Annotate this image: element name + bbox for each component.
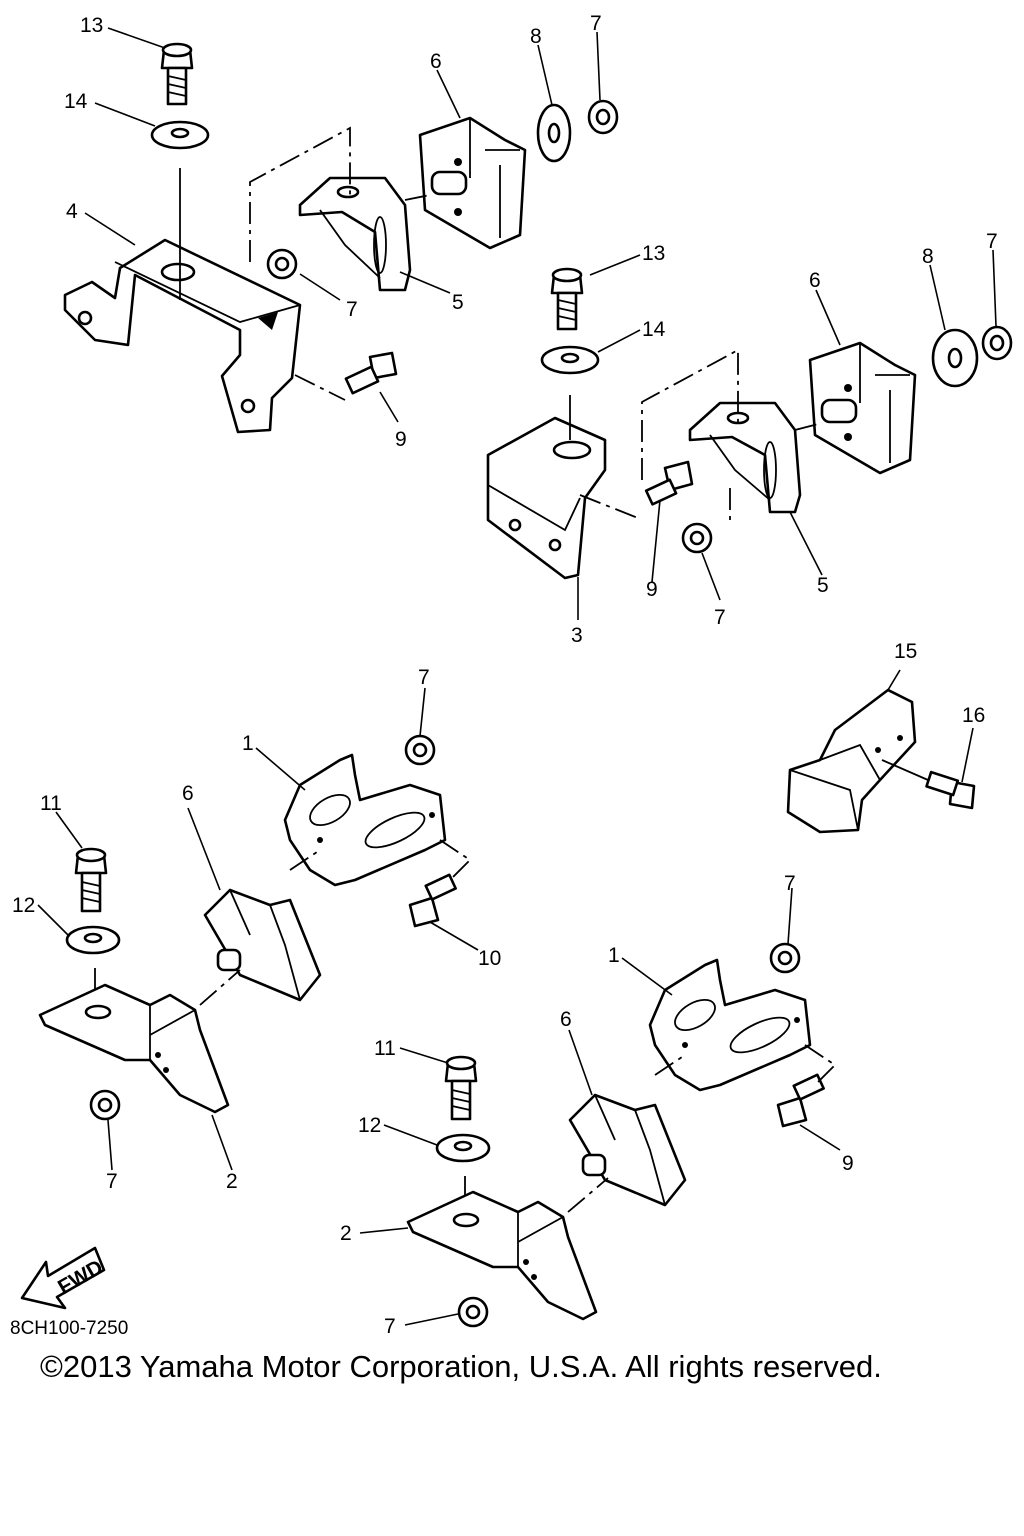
callout-7: 7 [714, 606, 726, 629]
rubber-mount-6-bottom-right [568, 1093, 687, 1207]
callout-labels: 13 14 4 7 5 6 8 7 9 13 14 6 8 7 3 9 7 5 … [12, 12, 998, 1338]
washer-12-mid-left [65, 925, 121, 955]
mount-bracket-1-left [283, 753, 447, 887]
callout-13: 13 [642, 242, 665, 265]
mount-bracket-5-top-left [298, 176, 412, 292]
callout-7: 7 [384, 1315, 396, 1338]
callout-9: 9 [395, 428, 407, 451]
rubber-mount-6-top-left [418, 116, 527, 250]
drawing-code: 8CH100-7250 [10, 1318, 128, 1339]
callout-1: 1 [608, 944, 620, 967]
callout-3: 3 [571, 624, 583, 647]
nut-7-top-right-b [681, 522, 713, 554]
stopper-15 [786, 688, 917, 834]
callout-12: 12 [12, 894, 35, 917]
washer-14-top-right [540, 345, 600, 375]
bolt-13-top-right [550, 267, 584, 331]
callout-11: 11 [374, 1037, 396, 1060]
callout-7: 7 [986, 230, 998, 253]
bolt-13-top-left [160, 42, 194, 106]
bolt-9-top-left [344, 351, 398, 395]
callout-6: 6 [182, 782, 194, 805]
callout-2: 2 [340, 1222, 352, 1245]
nut-7-top-left-b [266, 248, 298, 280]
callout-2: 2 [226, 1170, 238, 1193]
washer-14-top-left [150, 120, 210, 150]
callout-7: 7 [106, 1170, 118, 1193]
nut-7-mid-left-b [89, 1089, 121, 1121]
callout-7: 7 [346, 298, 358, 321]
callout-16: 16 [962, 704, 985, 727]
washer-8-top-right [931, 328, 979, 388]
fwd-arrow-icon: FWD [20, 1246, 107, 1310]
callout-14: 14 [642, 318, 666, 341]
bolt-9-top-right [644, 460, 694, 506]
callout-13: 13 [80, 14, 103, 37]
bolt-9-bottom-right [776, 1073, 825, 1128]
bracket-2-mid-left [38, 983, 230, 1114]
callout-7: 7 [590, 12, 602, 35]
leader-lines [37, 27, 997, 1326]
callout-9: 9 [646, 578, 658, 601]
bolt-11-bottom-right [444, 1055, 478, 1121]
nut-7-mid-left-a [404, 734, 436, 766]
mount-bracket-1-right [648, 958, 812, 1092]
callout-1: 1 [242, 732, 254, 755]
callout-7: 7 [418, 666, 430, 689]
callout-12: 12 [358, 1114, 381, 1137]
callout-9: 9 [842, 1152, 854, 1175]
callout-4: 4 [66, 200, 78, 223]
rubber-mount-6-mid-left [203, 888, 322, 1002]
callout-6: 6 [809, 269, 821, 292]
washer-8-top-left [536, 103, 572, 163]
nut-7-bottom-right-a [769, 942, 801, 974]
bracket-4 [63, 238, 302, 434]
nut-7-top-left-a [587, 99, 619, 135]
callout-6: 6 [430, 50, 442, 73]
callout-5: 5 [817, 574, 829, 597]
mount-bracket-5-top-right [688, 401, 802, 514]
bolt-10 [408, 873, 457, 928]
callout-15: 15 [894, 640, 917, 663]
callout-6: 6 [560, 1008, 572, 1031]
callout-8: 8 [530, 25, 542, 48]
callout-5: 5 [452, 291, 464, 314]
copyright-notice: ©2013 Yamaha Motor Corporation, U.S.A. A… [40, 1349, 882, 1384]
callout-7: 7 [784, 872, 796, 895]
bolt-16 [925, 770, 976, 810]
bolt-11-mid-left [74, 847, 108, 913]
bracket-2-bottom-right [406, 1190, 598, 1321]
nut-7-top-right-a [981, 325, 1013, 361]
callout-14: 14 [64, 90, 88, 113]
washer-12-bottom-right [435, 1133, 491, 1163]
rubber-mount-6-top-right [808, 341, 917, 475]
bracket-3 [486, 416, 607, 580]
nut-7-bottom-right-b [457, 1296, 489, 1328]
callout-8: 8 [922, 245, 934, 268]
callout-11: 11 [40, 792, 62, 815]
callout-10: 10 [478, 947, 501, 970]
